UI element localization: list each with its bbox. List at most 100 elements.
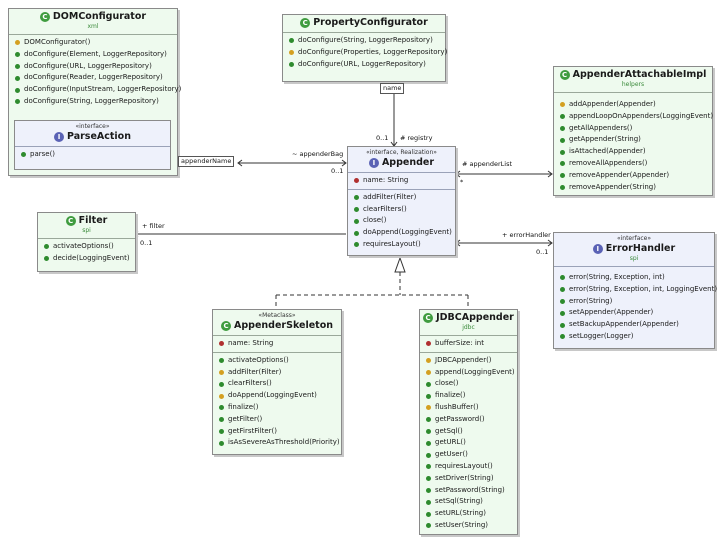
registry-label: # registry bbox=[400, 134, 433, 142]
operation-row[interactable]: getPassword() bbox=[420, 414, 517, 426]
operation-row[interactable]: JDBCAppender() bbox=[420, 355, 517, 367]
public-method-icon bbox=[219, 381, 224, 387]
operation-row[interactable]: doAppend(LoggingEvent) bbox=[213, 390, 341, 402]
operation-row[interactable]: decide(LoggingEvent) bbox=[38, 253, 135, 265]
operation-row[interactable]: close() bbox=[348, 215, 455, 227]
operation-row[interactable]: doConfigure(Element, LoggerRepository) bbox=[9, 49, 177, 61]
class-title: Appender bbox=[381, 157, 435, 168]
operation-row[interactable]: setAppender(Appender) bbox=[554, 307, 714, 319]
operation-row[interactable]: parse() bbox=[15, 149, 170, 161]
operation-row[interactable]: doConfigure(InputStream, LoggerRepositor… bbox=[9, 84, 181, 96]
operation-row[interactable]: addFilter(Filter) bbox=[348, 192, 455, 204]
operation-row[interactable]: close() bbox=[420, 378, 517, 390]
operation-row[interactable]: addFilter(Filter) bbox=[213, 367, 341, 379]
operation-row[interactable]: flushBuffer() bbox=[420, 402, 517, 414]
operation-row[interactable]: error(String) bbox=[554, 296, 714, 308]
public-method-icon bbox=[354, 206, 359, 212]
constructor-icon bbox=[15, 40, 20, 46]
operation-row[interactable]: requiresLayout() bbox=[348, 239, 455, 251]
operation-row[interactable]: doConfigure(Reader, LoggerRepository) bbox=[9, 72, 177, 84]
operation-row[interactable]: removeAppender(String) bbox=[554, 182, 712, 194]
operation-row[interactable]: requiresLayout() bbox=[420, 461, 517, 473]
operation-row[interactable]: setUser(String) bbox=[420, 520, 517, 532]
attribute-row[interactable]: name: String bbox=[348, 175, 455, 187]
operation-row[interactable]: clearFilters() bbox=[213, 378, 341, 390]
operation-row[interactable]: error(String, Exception, int, LoggingEve… bbox=[554, 284, 717, 296]
public-method-icon bbox=[219, 428, 224, 434]
operation-row[interactable]: isAttached(Appender) bbox=[554, 146, 712, 158]
class-title: JDBCAppender bbox=[436, 312, 514, 323]
operation-row[interactable]: appendLoopOnAppenders(LoggingEvent) bbox=[554, 111, 713, 123]
operation-row[interactable]: getFilter() bbox=[213, 414, 341, 426]
operations-section: doConfigure(String, LoggerRepository) do… bbox=[283, 33, 447, 72]
operation-row[interactable]: doConfigure(String, LoggerRepository) bbox=[9, 96, 177, 108]
public-method-icon bbox=[560, 173, 565, 179]
operation-row[interactable]: activateOptions() bbox=[38, 241, 135, 253]
override-method-icon bbox=[560, 102, 565, 108]
registry-multiplicity: 0..1 bbox=[376, 134, 389, 142]
attribute-row[interactable]: name: String bbox=[213, 338, 341, 350]
class-package: helpers bbox=[621, 81, 645, 88]
operation-row[interactable]: DOMConfigurator() bbox=[9, 37, 177, 49]
override-method-icon bbox=[426, 369, 431, 375]
operation-row[interactable]: doAppend(LoggingEvent) bbox=[348, 227, 455, 239]
operation-row[interactable]: doConfigure(URL, LoggerRepository) bbox=[9, 61, 177, 73]
operation-row[interactable]: setDriver(String) bbox=[420, 473, 517, 485]
class-title: PropertyConfigurator bbox=[313, 17, 428, 28]
operation-row[interactable]: setLogger(Logger) bbox=[554, 331, 714, 343]
operation-row[interactable]: doConfigure(URL, LoggerRepository) bbox=[283, 59, 445, 71]
operation-row[interactable]: finalize() bbox=[213, 402, 341, 414]
operation-row[interactable]: append(LoggingEvent) bbox=[420, 367, 517, 379]
operation-row[interactable]: error(String, Exception, int) bbox=[554, 272, 714, 284]
public-method-icon bbox=[426, 393, 431, 399]
field-icon bbox=[219, 341, 224, 347]
appender-bag-label: ~ appenderBag bbox=[292, 150, 344, 158]
qualifier-appender-name[interactable]: appenderName bbox=[178, 156, 235, 167]
operation-row[interactable]: setPassword(String) bbox=[420, 485, 517, 497]
public-method-icon bbox=[354, 230, 359, 236]
qualifier-name[interactable]: name bbox=[380, 83, 405, 94]
operation-row[interactable]: doConfigure(String, LoggerRepository) bbox=[283, 35, 445, 47]
public-method-icon bbox=[560, 298, 565, 304]
operation-row[interactable]: finalize() bbox=[420, 390, 517, 402]
operation-row[interactable]: removeAllAppenders() bbox=[554, 158, 712, 170]
operation-row[interactable]: setSql(String) bbox=[420, 496, 517, 508]
operation-row[interactable]: getURL() bbox=[420, 437, 517, 449]
appender-bag-multiplicity: 0..1 bbox=[331, 167, 344, 175]
operation-row[interactable]: setBackupAppender(Appender) bbox=[554, 319, 714, 331]
operation-row[interactable]: removeAppender(Appender) bbox=[554, 170, 712, 182]
filter-multiplicity: 0..1 bbox=[140, 239, 153, 247]
operation-row[interactable]: doConfigure(Properties, LoggerRepository… bbox=[283, 47, 447, 59]
operation-row[interactable]: getUser() bbox=[420, 449, 517, 461]
public-method-icon bbox=[219, 405, 224, 411]
operation-row[interactable]: getSql() bbox=[420, 426, 517, 438]
public-method-icon bbox=[44, 244, 49, 250]
operation-row[interactable]: addAppender(Appender) bbox=[554, 99, 712, 111]
operation-row[interactable]: setURL(String) bbox=[420, 508, 517, 520]
class-icon: C bbox=[559, 69, 570, 80]
public-method-icon bbox=[560, 322, 565, 328]
operation-row[interactable]: getAllAppenders() bbox=[554, 123, 712, 135]
operation-row[interactable]: clearFilters() bbox=[348, 204, 455, 216]
operation-row[interactable]: isAsSevereAsThreshold(Priority) bbox=[213, 437, 341, 449]
operation-row[interactable]: activateOptions() bbox=[213, 355, 341, 367]
operation-row[interactable]: getFirstFilter() bbox=[213, 426, 341, 438]
class-title: AppenderAttachableImpl bbox=[572, 69, 707, 80]
attributes-section: name: String bbox=[213, 336, 341, 353]
appender-list-arrow bbox=[455, 170, 461, 178]
operation-row[interactable]: getAppender(String) bbox=[554, 134, 712, 146]
attribute-row[interactable]: bufferSize: int bbox=[420, 338, 517, 350]
